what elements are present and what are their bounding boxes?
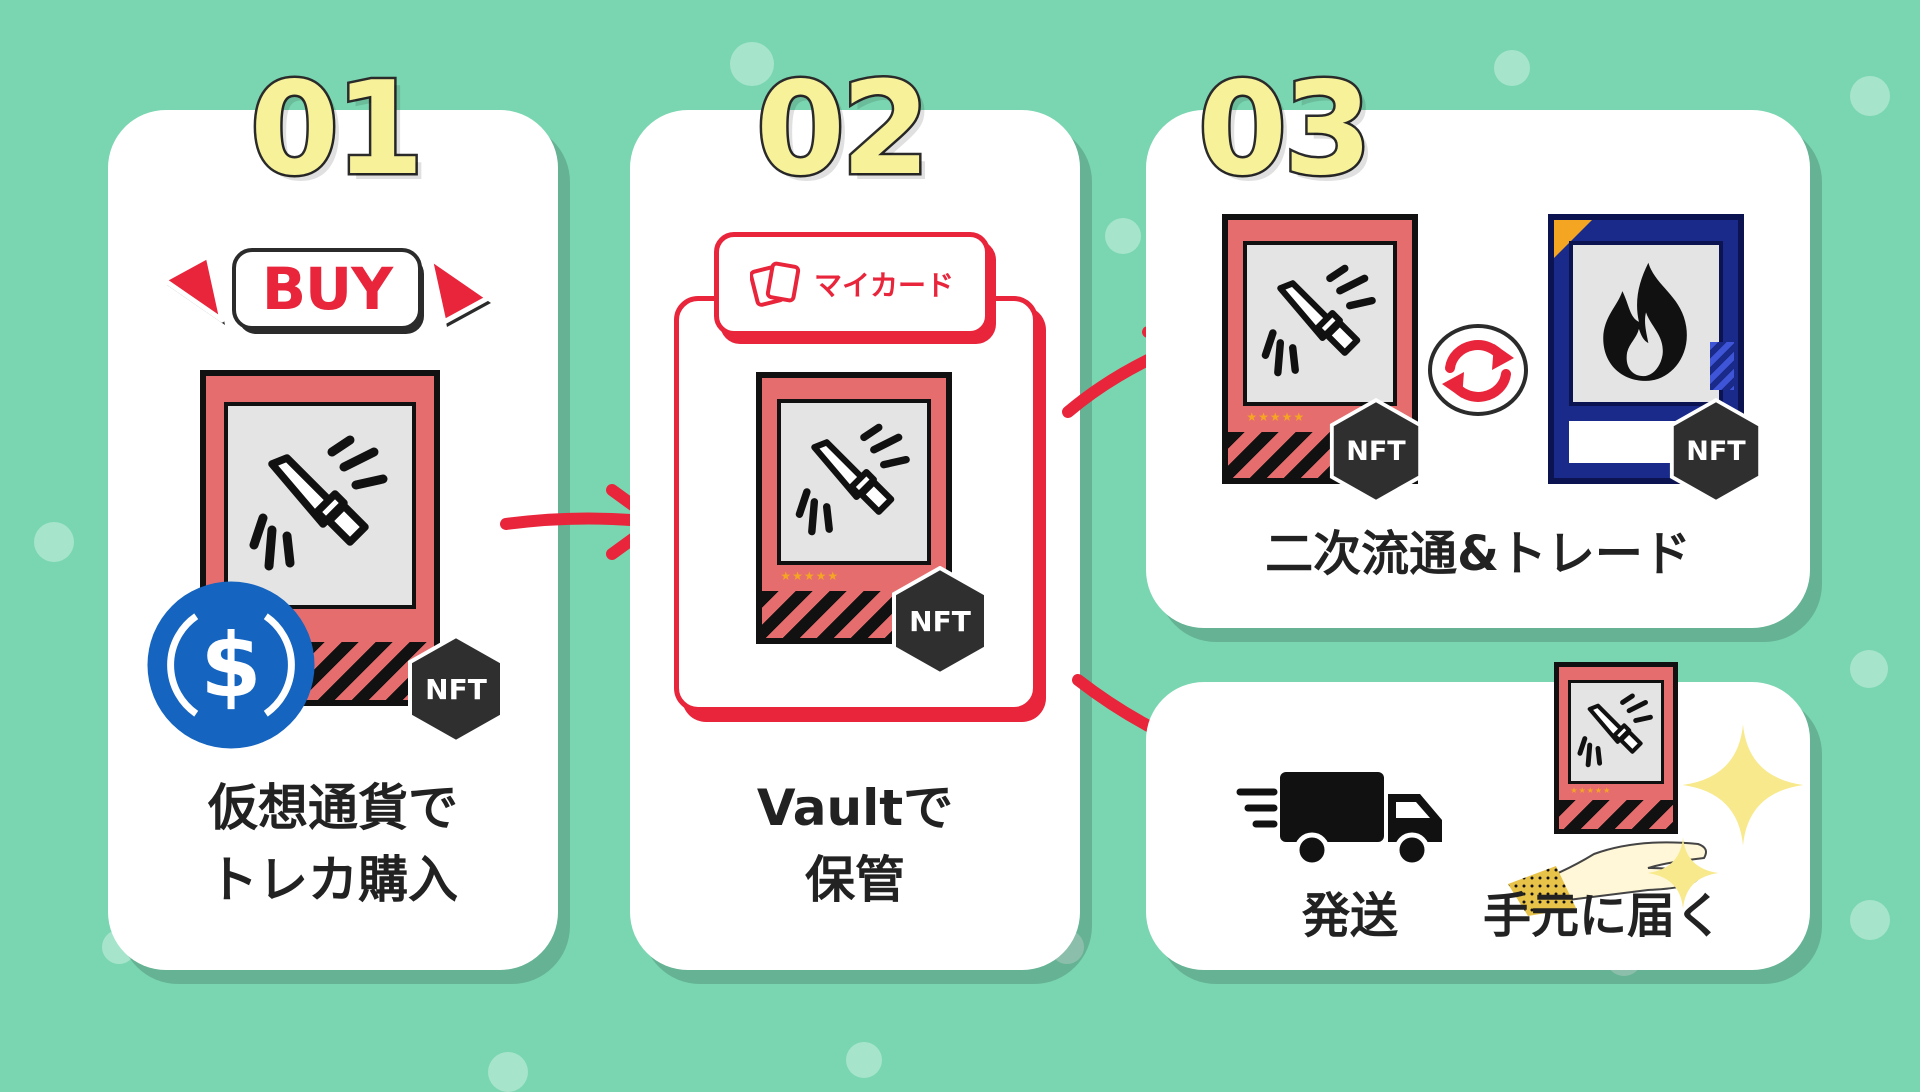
trading-card: ★★★★★ [1554,662,1678,834]
step-3-number: 03 [1195,55,1374,204]
swap-icon [1428,324,1528,416]
my-card-label: マイカード [813,269,954,302]
receiving-hand-icon [1508,841,1707,916]
background-dot [1850,650,1888,688]
fire-icon [1603,262,1687,382]
step-2-number: 02 [753,55,932,204]
background-dot [1494,50,1530,86]
usdc-coin-icon: $ [144,578,318,752]
step-1-number: 01 [247,55,426,204]
receive-label: 手元に届く [1482,888,1723,944]
sparkle-icon [1682,724,1804,846]
nft-badge: NFT [1668,398,1764,504]
background-dot [34,522,74,562]
buy-label: BUY [261,255,393,323]
background-dot [730,42,774,86]
trading-card: ★★★★★ [1222,214,1418,484]
sword-icon [795,423,910,536]
background-dot [1850,76,1890,116]
nft-badge: NFT [890,566,990,676]
rarity-stars: ★★★★★ [1246,409,1306,424]
sword-icon [1577,693,1653,768]
step-3-label: 二次流通&トレード [1265,526,1691,582]
my-card-tab: マイカード [714,232,990,336]
rarity-stars: ★★★★★ [780,569,840,584]
sword-icon [249,435,388,571]
trading-card [200,370,440,706]
delivery-truck-icon [1236,772,1442,868]
background-dot [1105,218,1141,254]
sparkle-icon [1647,837,1719,909]
rarity-stars: ★★★★★ [1570,785,1612,795]
buy-badge: BUY [156,240,496,340]
step-1-label: 仮想通貨で トレカ購入 [208,779,458,909]
nft-badge: NFT [406,634,506,744]
background-dot [488,1052,528,1092]
dollar-sign: $ [200,613,262,717]
card-stack-icon [749,261,801,307]
background-dot [846,1042,882,1078]
ship-label: 発送 [1301,888,1398,944]
nft-badge: NFT [1328,398,1424,504]
background-dot [1850,900,1890,940]
sword-icon [1261,264,1376,377]
step-2-label: Vaultで 保管 [756,779,954,909]
